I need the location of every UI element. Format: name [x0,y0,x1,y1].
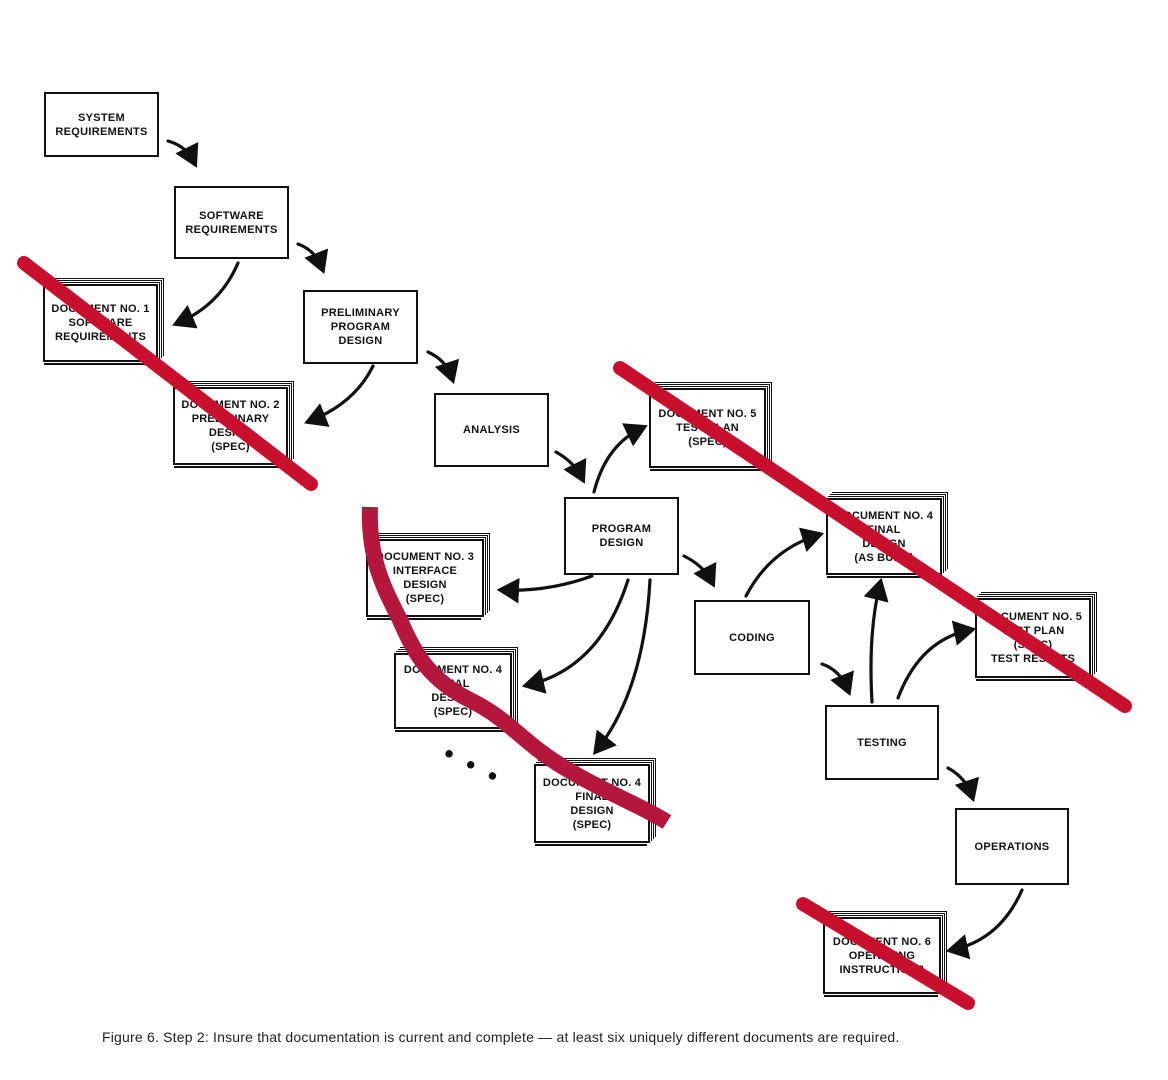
arrow-progdesign-to-doc3 [496,574,594,604]
document-5-test-plan-spec: DOCUMENT NO. 5 TEST PLAN (SPEC) [649,388,766,471]
arrow-swreq-to-ppd [296,242,329,274]
preliminary-program-design-box: PRELIMINARY PROGRAM DESIGN [303,290,418,364]
document-6-operating-instructions: DOCUMENT NO. 6 OPERATING INSTRUCTIONS [823,917,941,997]
document-1-software-requirements: DOCUMENT NO. 1 SOFTWARE REQUIREMENTS [43,284,158,365]
arrow-progdesign-to-doc5 [592,423,648,494]
analysis-box: ANALYSIS [434,393,549,467]
arrow-progdesign-to-doc4a [521,578,630,694]
arrow-swreq-to-doc1 [172,261,240,329]
program-design-box: PROGRAM DESIGN [564,497,679,575]
arrow-ppd-to-doc2 [304,364,375,427]
testing-box: TESTING [825,705,939,780]
coding-box: CODING [694,600,810,675]
arrow-coding-to-doc4built [744,527,825,598]
operations-box: OPERATIONS [955,808,1069,885]
arrow-coding-to-testing [820,662,854,696]
arrow-progdesign-to-doc4b [593,578,652,756]
document-4-final-design-spec-a: DOCUMENT NO. 4 FINAL DESIGN (SPEC) [394,653,512,732]
arrow-sysreq-to-swreq [166,139,199,168]
arrow-ppd-to-analysis [426,350,460,385]
arrow-analysis-to-progdesign [554,450,587,484]
document-5-test-results: DOCUMENT NO. 5 TEST PLAN (SPEC) TEST RES… [975,598,1091,681]
system-requirements-box: SYSTEM REQUIREMENTS [44,92,159,157]
arrow-testing-to-operations [946,766,980,803]
figure-caption: Figure 6. Step 2: Insure that documentat… [102,1029,900,1045]
arrow-testing-to-doc5results [896,620,977,700]
document-3-interface-design: DOCUMENT NO. 3 INTERFACE DESIGN (SPEC) [366,539,484,620]
document-4-final-design-spec-b: DOCUMENT NO. 4 FINAL DESIGN (SPEC) [534,764,650,846]
document-2-preliminary-design: DOCUMENT NO. 2 PRELIMINARY DESIGN (SPEC) [173,387,288,468]
arrow-operations-to-doc6 [945,888,1024,960]
arrow-progdesign-to-coding [682,554,717,588]
software-requirements-box: SOFTWARE REQUIREMENTS [174,186,289,259]
arrow-testing-to-doc4built [863,577,889,704]
document-4-final-design-as-built: DOCUMENT NO. 4 FINAL DESIGN (AS BUILT) [826,498,942,578]
